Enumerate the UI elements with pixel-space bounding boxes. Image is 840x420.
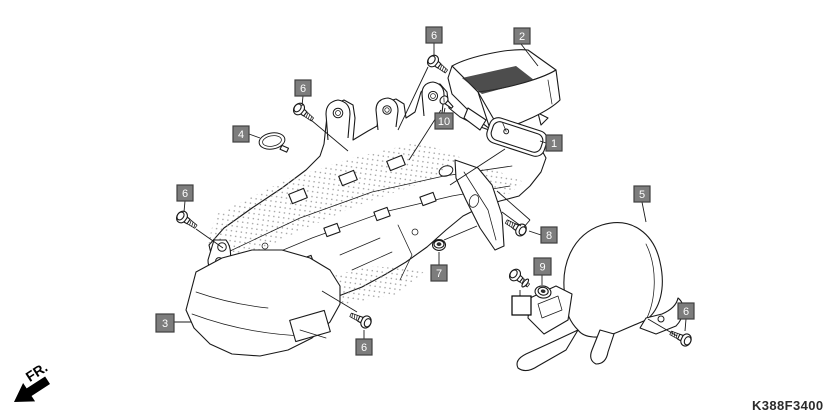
leader-line	[248, 133, 261, 139]
part-number-label: 5	[639, 189, 645, 201]
part-number-box[interactable]	[176, 184, 194, 202]
diagram-code: K388F3400	[752, 398, 824, 413]
part-number-box[interactable]	[430, 264, 448, 282]
front-lower-cover-drawing	[185, 249, 341, 357]
clip-ring-drawing	[258, 132, 290, 153]
callout-7[interactable]: 7	[430, 252, 448, 282]
part-number-label: 6	[361, 342, 367, 354]
hugger-drawing	[516, 222, 684, 372]
reflector-drawing	[486, 117, 548, 157]
leader-line	[520, 43, 539, 67]
fr-direction-arrow: FR.	[14, 359, 50, 402]
flange-bolt-6c-drawing	[173, 208, 201, 233]
part-number-label: 6	[683, 306, 689, 318]
part-number-label: 2	[519, 31, 525, 43]
callout-layer: 6 2 10 1 4 6 6 3 6 5 8 7 9 6	[155, 26, 695, 356]
blank-label-box[interactable]	[511, 295, 532, 316]
flange-nut-9-drawing	[534, 285, 552, 299]
part-number-label: 6	[300, 83, 306, 95]
leader-line	[539, 140, 547, 144]
leader-line	[449, 148, 506, 186]
callout-1[interactable]: 1	[539, 134, 563, 152]
part-number-box[interactable]	[425, 26, 443, 44]
shading-stipple	[208, 142, 462, 266]
part-number-label: 7	[436, 268, 442, 280]
leader-line	[501, 211, 522, 227]
callout-6[interactable]: 6	[355, 330, 373, 356]
leader-line	[183, 200, 186, 213]
part-number-box[interactable]	[355, 338, 373, 356]
callout-6[interactable]: 6	[176, 184, 194, 213]
part-number-box[interactable]	[533, 257, 552, 276]
flange-bolt-6e-drawing	[667, 326, 694, 349]
part-number-label: 1	[551, 138, 557, 150]
leader-line	[496, 190, 531, 221]
callout-6[interactable]: 6	[425, 26, 443, 56]
callout-3[interactable]: 3	[155, 313, 191, 333]
washer-bolt-9-drawing	[506, 266, 533, 291]
leader-line	[443, 225, 478, 241]
leader-line	[397, 66, 429, 131]
leader-line	[684, 318, 687, 332]
part-number-box[interactable]	[294, 79, 312, 97]
part-number-label: 10	[438, 116, 450, 128]
flange-bolt-6d-drawing	[347, 308, 374, 331]
callout-blank-box[interactable]	[511, 290, 532, 316]
callout-6[interactable]: 6	[294, 79, 312, 107]
tail-bracket-drawing	[454, 159, 505, 251]
callout-8[interactable]: 8	[528, 226, 558, 244]
part-number-label: 3	[162, 318, 168, 330]
part-number-box[interactable]	[540, 226, 558, 244]
part-number-box[interactable]	[232, 125, 250, 143]
part-number-box[interactable]	[633, 185, 651, 203]
part-number-label: 6	[431, 30, 437, 42]
leader-line	[647, 318, 678, 337]
leader-line	[641, 201, 647, 223]
leader-line	[443, 107, 446, 114]
part-number-box[interactable]	[677, 302, 695, 320]
leader-line	[195, 228, 224, 249]
leader-line	[310, 119, 349, 152]
callout-9[interactable]: 9	[533, 257, 552, 285]
part-number-box[interactable]	[434, 112, 454, 130]
part-number-label: 8	[546, 230, 552, 242]
license-light-housing-drawing	[447, 49, 561, 131]
bolt-8-drawing	[502, 215, 529, 239]
part-number-box[interactable]	[513, 27, 531, 45]
part-number-box[interactable]	[545, 134, 563, 152]
part-number-label: 9	[539, 262, 545, 274]
callout-5[interactable]: 5	[633, 185, 651, 223]
part-number-box[interactable]	[155, 313, 175, 333]
flange-bolt-6a-drawing	[424, 52, 451, 77]
leader-line	[301, 95, 304, 107]
leader-line	[523, 219, 531, 228]
part-number-label: 6	[182, 188, 188, 200]
callout-4[interactable]: 4	[232, 125, 261, 143]
callout-10[interactable]: 10	[434, 107, 454, 130]
leader-line	[321, 290, 358, 313]
part-number-label: 4	[238, 129, 244, 141]
leader-line	[528, 230, 542, 236]
callout-6[interactable]: 6	[677, 302, 695, 332]
nut-7-drawing	[431, 239, 447, 251]
callout-2[interactable]: 2	[513, 27, 539, 67]
